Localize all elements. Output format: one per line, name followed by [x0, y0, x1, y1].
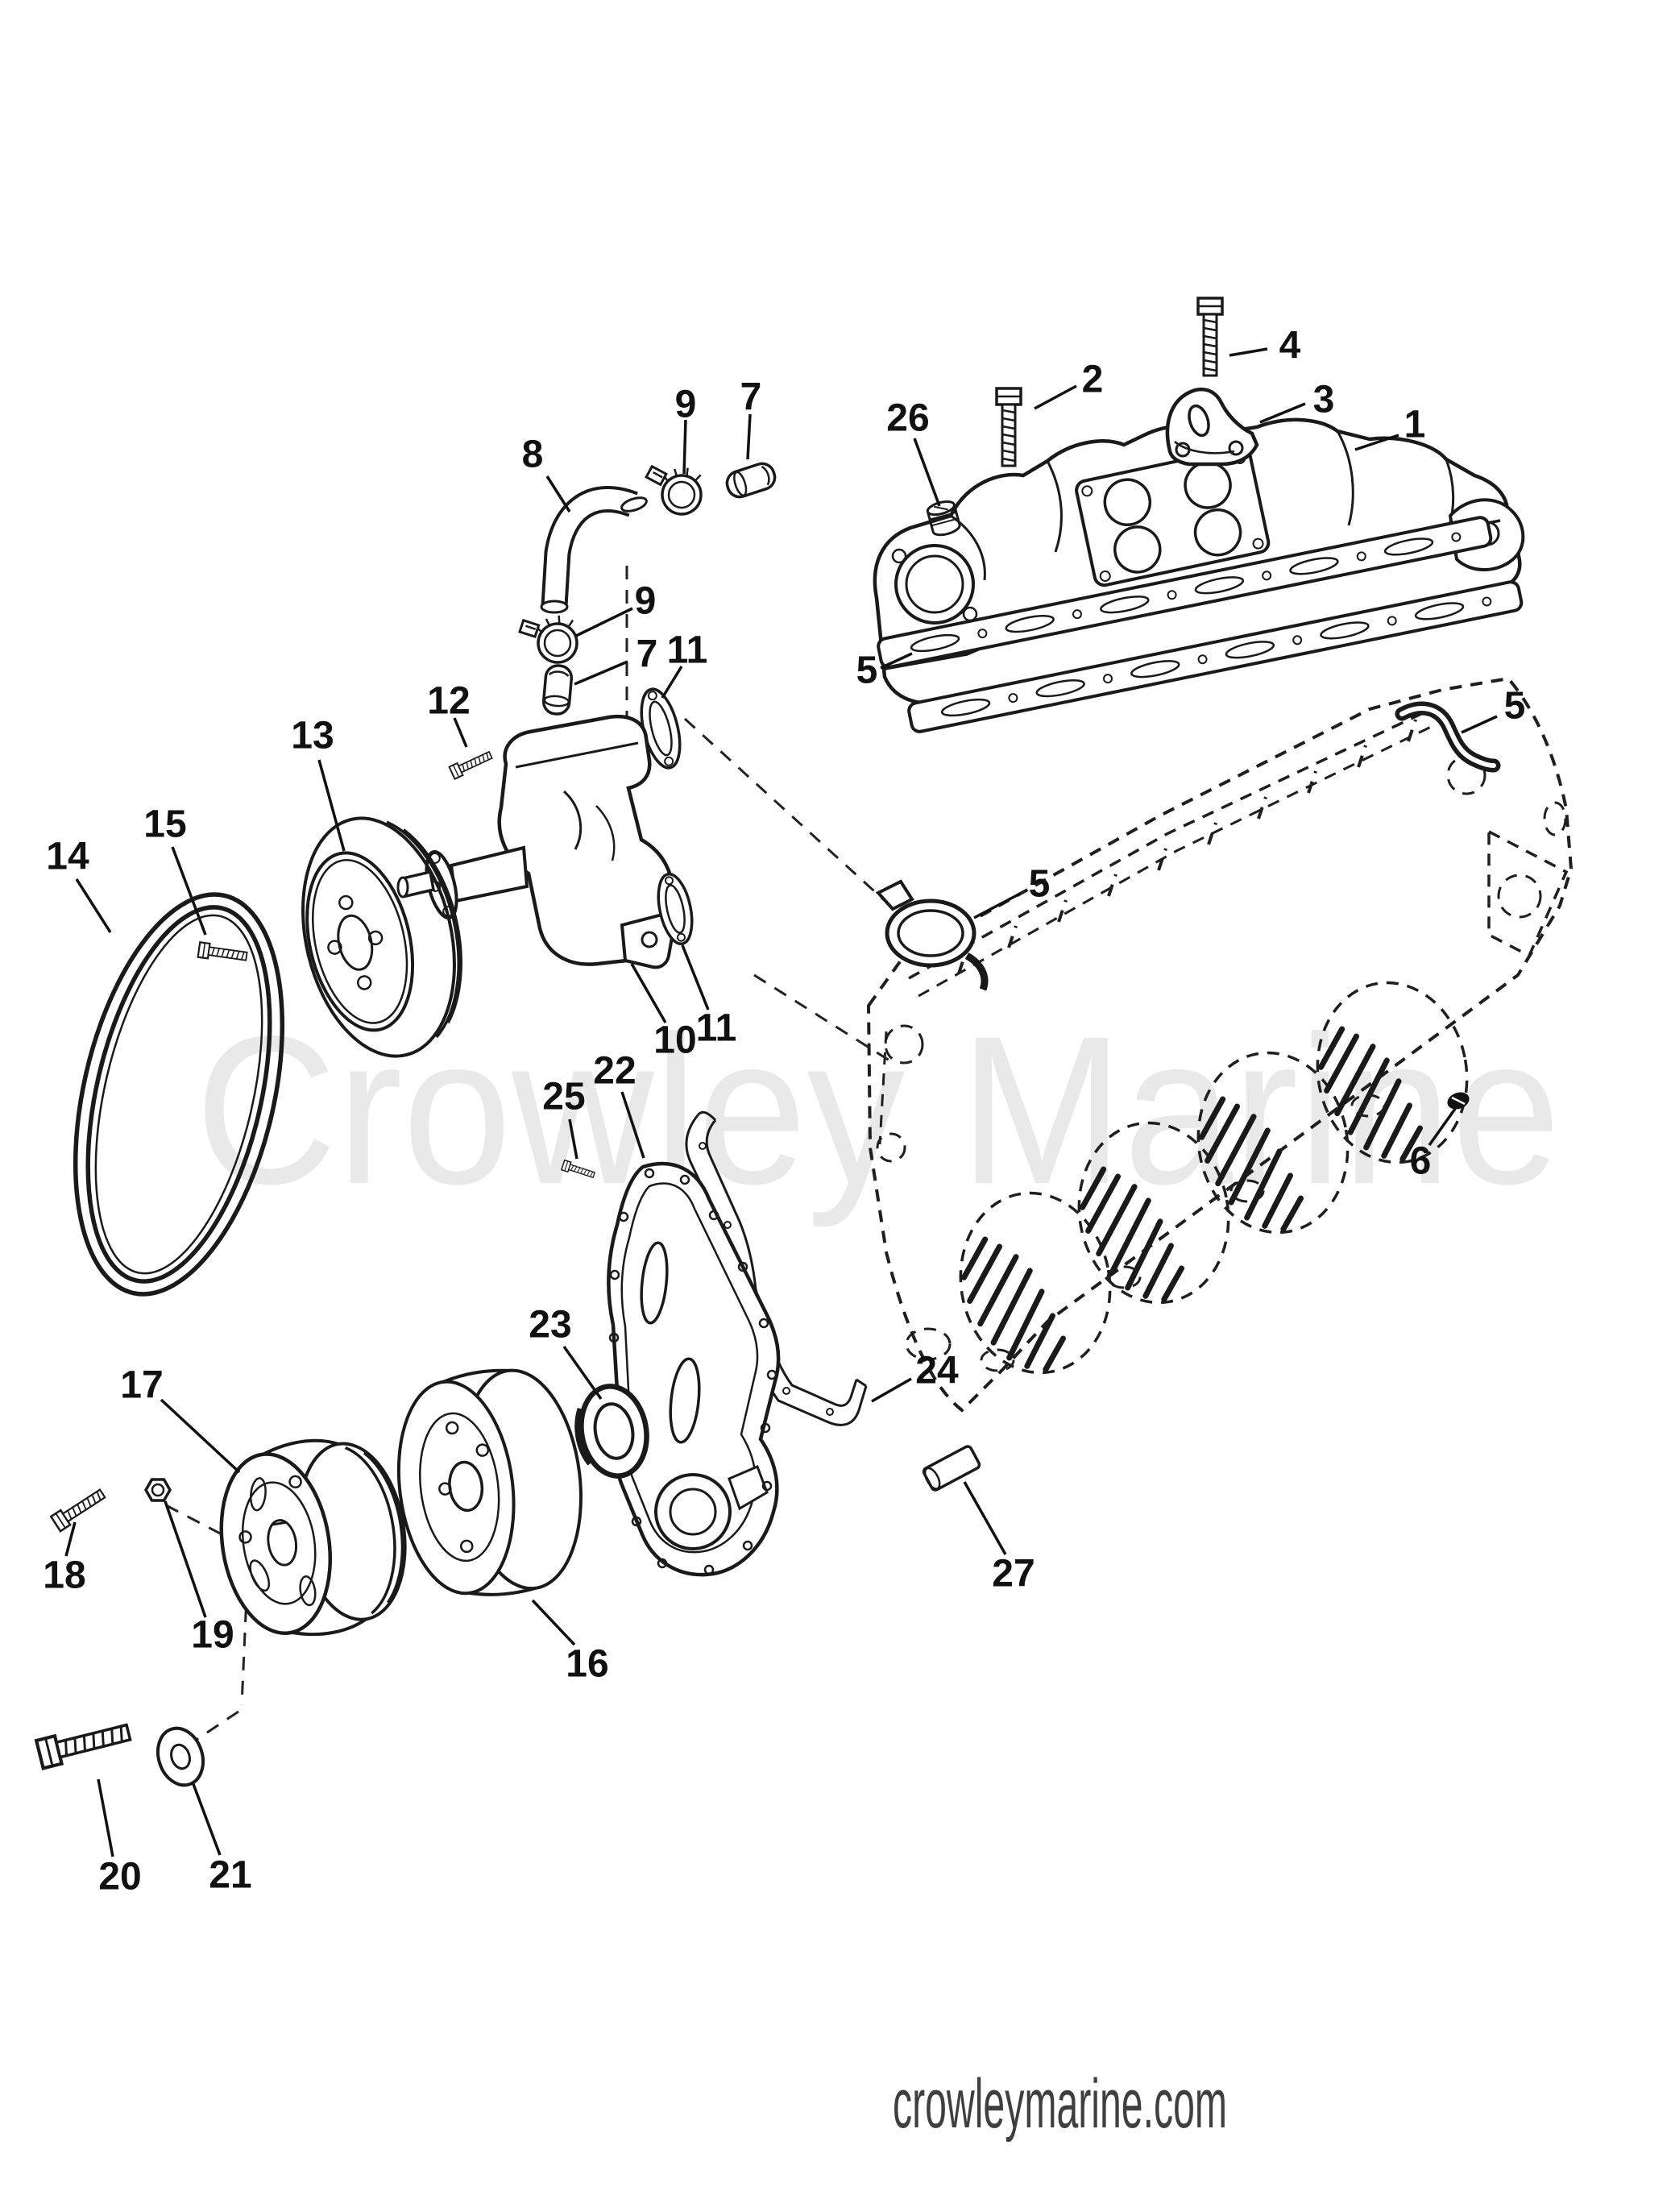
thermostat-gasket	[875, 879, 989, 991]
bolt-20	[36, 1719, 131, 1769]
leader-line-12	[453, 717, 468, 748]
leader-line-6	[1428, 1107, 1457, 1147]
manifold-bolt-4	[1196, 297, 1224, 377]
washer-21	[156, 1726, 205, 1787]
callout-label-22[interactable]: 22	[593, 1050, 636, 1093]
callout-label-21[interactable]: 21	[209, 1854, 251, 1897]
leader-line-21	[192, 1783, 222, 1856]
callout-label-11[interactable]: 11	[667, 629, 708, 672]
callout-label-11[interactable]: 11	[696, 1007, 737, 1050]
leader-line-5	[1461, 715, 1498, 734]
callout-label-8[interactable]: 8	[522, 434, 544, 476]
callout-label-13[interactable]: 13	[291, 715, 334, 757]
callout-label-19[interactable]: 19	[191, 1614, 234, 1657]
hose-clamp-9a	[641, 462, 706, 518]
leader-line-2	[1034, 384, 1077, 410]
callout-label-6[interactable]: 6	[1410, 1140, 1432, 1183]
fitting-7b	[541, 662, 574, 717]
callout-label-20[interactable]: 20	[98, 1856, 141, 1899]
callout-label-2[interactable]: 2	[1082, 359, 1104, 401]
dowel-pin-27	[922, 1445, 981, 1492]
leader-line-18	[64, 1521, 77, 1557]
bypass-hose-8	[540, 486, 648, 614]
water-pump	[396, 714, 676, 969]
manifold-bolt-2	[995, 387, 1022, 467]
leader-line-22	[620, 1091, 645, 1159]
callout-label-26[interactable]: 26	[886, 397, 929, 440]
leader-line-4	[1229, 347, 1268, 357]
leader-line-16	[531, 1599, 576, 1646]
damper	[396, 1368, 583, 1596]
leader-line-23	[562, 1345, 603, 1401]
leader-line-1	[1354, 434, 1399, 451]
leader-line-10	[630, 963, 667, 1023]
callout-label-10[interactable]: 10	[653, 1019, 696, 1062]
callout-label-23[interactable]: 23	[529, 1304, 571, 1347]
crank-pulley	[219, 1438, 407, 1637]
engine-block-outline	[866, 676, 1574, 1413]
leader-line-9	[682, 419, 687, 475]
callout-label-5[interactable]: 5	[1504, 685, 1526, 728]
site-name-text: crowleymarine.com	[893, 2065, 1227, 2143]
callout-label-18[interactable]: 18	[43, 1554, 85, 1597]
leader-line-9	[575, 607, 633, 637]
leader-line-7	[574, 660, 628, 686]
block-plug-6	[1447, 1092, 1470, 1110]
leader-line-27	[963, 1481, 1007, 1555]
leader-line-8	[545, 475, 571, 513]
callout-label-5[interactable]: 5	[1029, 863, 1051, 906]
pump-gasket-11b	[657, 873, 694, 945]
callout-label-1[interactable]: 1	[1404, 404, 1426, 446]
callout-label-12[interactable]: 12	[427, 680, 470, 723]
leader-line-5	[880, 652, 913, 670]
leader-line-11	[661, 666, 683, 699]
callout-label-27[interactable]: 27	[992, 1553, 1035, 1596]
leader-line-26	[913, 438, 941, 507]
hose-piece-5	[1395, 701, 1501, 773]
leader-line-24	[871, 1377, 912, 1403]
callout-label-4[interactable]: 4	[1279, 325, 1301, 367]
crank-seal	[574, 1384, 649, 1479]
leader-line-5	[973, 892, 1021, 919]
callout-label-5[interactable]: 5	[856, 649, 878, 692]
callout-label-24[interactable]: 24	[915, 1350, 959, 1392]
pump-bolt-12	[448, 748, 495, 780]
leader-line-15	[171, 846, 207, 936]
leader-line-14	[75, 878, 112, 933]
leader-line-25	[568, 1118, 578, 1160]
callout-label-15[interactable]: 15	[143, 803, 186, 846]
pump-pulley	[301, 816, 462, 1058]
callout-label-14[interactable]: 14	[46, 836, 89, 878]
leader-line-20	[97, 1778, 114, 1857]
callout-label-9[interactable]: 9	[635, 580, 657, 623]
leader-line-3	[1259, 402, 1306, 424]
callout-label-3[interactable]: 3	[1313, 379, 1335, 421]
fitting-7a	[722, 459, 780, 502]
hose-clamp-9b	[517, 612, 580, 666]
leader-line-13	[317, 759, 346, 852]
leader-line-19	[164, 1500, 207, 1618]
leader-line-17	[160, 1398, 241, 1474]
leader-line-7	[746, 413, 752, 460]
bolt-18	[49, 1485, 109, 1533]
pulley-bolt-15	[197, 941, 249, 965]
lifting-bracket-3	[1165, 387, 1259, 467]
nut-19	[143, 1478, 172, 1502]
callout-label-7[interactable]: 7	[740, 376, 762, 419]
timing-cover	[607, 1161, 781, 1577]
callout-label-7[interactable]: 7	[636, 633, 658, 676]
callout-label-17[interactable]: 17	[120, 1364, 163, 1407]
callout-label-9[interactable]: 9	[675, 384, 697, 426]
drive-belt	[73, 892, 285, 1297]
callout-label-25[interactable]: 25	[542, 1076, 585, 1118]
leader-line-11	[681, 944, 710, 1011]
callout-label-16[interactable]: 16	[566, 1643, 608, 1686]
pump-gasket-11a	[640, 687, 682, 770]
